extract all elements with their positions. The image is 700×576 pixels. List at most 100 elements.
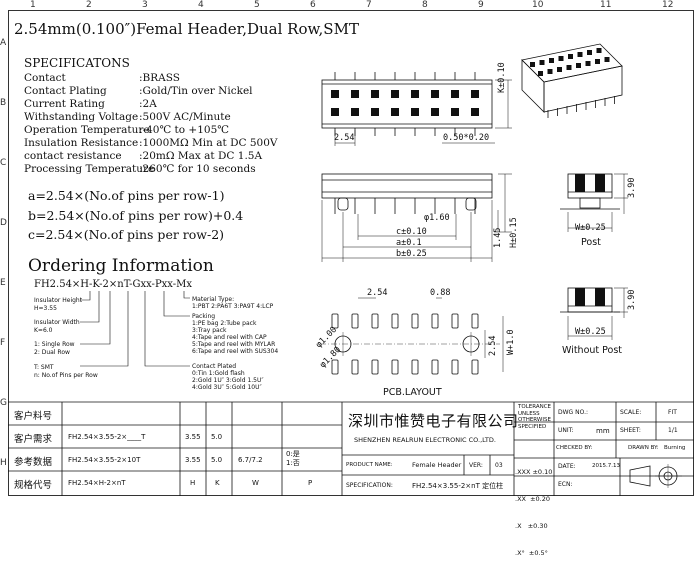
top-hole (431, 90, 439, 98)
product-name-label: PRODUCT NAME: (346, 462, 393, 468)
spec-heading: SPECIFICATONS (24, 56, 130, 70)
side-view-post (560, 173, 620, 210)
tb-row-name: 参考数据 (14, 457, 53, 468)
pcb-pad (331, 313, 339, 329)
drawing-sheet: 1 2 3 4 5 6 7 8 9 10 11 12 A B C D E F G… (0, 0, 694, 557)
row-option-single: 1: Single Row (34, 341, 75, 348)
formula-b: b=2.54×(No.of pins per row)+0.4 (28, 208, 244, 223)
dim-pcb-h: 2.54 (488, 335, 498, 356)
iso-hole (577, 52, 583, 57)
drawing-frame (8, 10, 694, 496)
tolerance-line: SPECIFIED (518, 423, 547, 430)
grid-row-h: H (0, 458, 7, 468)
dim-pitch-05: 0.50*0.20 (443, 133, 490, 143)
tb-row-code: FH2.54×H-2×nT (68, 479, 126, 487)
label-pcb-layout: PCB.LAYOUT (383, 387, 442, 398)
specification-value: FH2.54×3.55-2×nT 定位柱 (412, 482, 504, 490)
grid-col-2: 2 (86, 0, 92, 10)
tolerance-value: .XXX ±0.10 (515, 468, 553, 476)
dim-pcb-088: 0.88 (430, 288, 451, 298)
spec-value: :20mΩ Max at DC 1.5A (139, 150, 263, 162)
top-hole (411, 90, 419, 98)
pcb-pad (451, 359, 459, 375)
spec-label: Contact (24, 72, 66, 84)
iso-hole (596, 48, 602, 53)
pcb-pads (331, 313, 479, 375)
pcb-pad (451, 313, 459, 329)
tolerance-value: .X° ±0.5° (515, 549, 548, 557)
grid-row-d: D (0, 218, 7, 228)
drawn-by-value: Burning (664, 445, 686, 451)
dim-b: b±0.25 (396, 249, 427, 259)
material-options: 1:PBT 2:PA6T 3:PA9T 4:LCP (192, 303, 274, 310)
formula-a: a=2.54×(No.of pins per row-1) (28, 188, 225, 203)
dim-pitch-254: 2.54 (334, 133, 355, 143)
packing-option: 5:Tape and reel with MYLAR (192, 341, 276, 348)
pcb-pad (371, 313, 379, 329)
tolerance-line: UNLESS (518, 410, 540, 417)
spec-label: Insulation Resistance (24, 137, 139, 149)
projection-symbol (629, 464, 682, 488)
label-post: Post (581, 237, 601, 248)
iso-hole (587, 50, 592, 55)
insulator-height-value: H=3.55 (34, 305, 57, 312)
spec-label: contact resistance (24, 150, 122, 162)
top-view (321, 72, 493, 136)
top-hole (471, 90, 479, 98)
iso-hole (595, 59, 600, 64)
spec-value: :2A (139, 98, 157, 110)
spec-value: :500V AC/Minute (139, 111, 231, 123)
iso-hole (538, 71, 543, 76)
dwg-no-label: DWG NO.: (558, 409, 589, 416)
pcb-pad (391, 313, 399, 329)
tb-cell: 0:是 1:否 (286, 450, 300, 467)
unit-label: UNIT: (558, 427, 574, 434)
specification-label: SPECIFICATION: (346, 482, 393, 489)
spec-label: Operation Temperature (24, 124, 150, 136)
dim-pcb-254: 2.54 (367, 288, 388, 298)
front-view (321, 173, 493, 214)
dim-lower-w: W±0.25 (575, 327, 606, 337)
ver-value: 03 (495, 462, 503, 469)
terminal-pins: n: No.of Pins per Row (34, 372, 98, 379)
iso-hole (558, 56, 564, 61)
dim-pcb-w: W+1.0 (506, 329, 516, 355)
insulator-width-value: K=6.0 (34, 327, 53, 334)
grid-col-9: 9 (478, 0, 484, 10)
tb-cell: 3.55 (185, 456, 201, 464)
pcb-pad (411, 359, 419, 375)
pcb-pad (471, 313, 479, 329)
top-hole (391, 108, 399, 116)
spec-label: Contact Plating (24, 85, 107, 97)
packing-option: 3:Tray pack (192, 327, 227, 334)
label-without-post: Without Post (562, 345, 623, 356)
spec-row: Current Rating:2A (24, 98, 157, 110)
plating-option: 4:Gold 3U″ 5:Gold 10U″ (192, 384, 262, 391)
spec-row: Processing Temperature:260℃ for 10 secon… (24, 163, 256, 175)
company-name-cn: 深圳市惟赞电子有限公司 (348, 412, 519, 430)
iso-hole (566, 65, 572, 70)
plating-option: 2:Gold 1U″ 3:Gold 1.5U″ (192, 377, 264, 384)
top-view-pin-leads (334, 72, 476, 136)
ver-label: VER: (469, 462, 483, 469)
spec-label: Processing Temperature (24, 163, 155, 175)
grid-col-10: 10 (532, 0, 544, 10)
drawing-title: 2.54mm(0.100″)Femal Header,Dual Row,SMT (14, 20, 359, 38)
spec-value: :260℃ for 10 seconds (139, 163, 256, 175)
grid-col-3: 3 (142, 0, 148, 10)
iso-hole (557, 67, 562, 72)
grid-row-e: E (0, 278, 6, 288)
iso-hole (539, 60, 545, 65)
grid-col-7: 7 (366, 0, 372, 10)
packing-option: 1:PE bag 2:Tube pack (192, 320, 257, 327)
unit-value: mm (596, 427, 610, 435)
grid-row-g: G (0, 398, 7, 408)
top-hole (331, 108, 339, 116)
grid-col-8: 8 (422, 0, 428, 10)
tb-cell: W (252, 479, 259, 487)
grid-col-6: 6 (310, 0, 316, 10)
spec-row: Insulation Resistance:1000MΩ Min at DC 5… (24, 137, 278, 149)
grid-row-c: C (0, 158, 7, 168)
spec-value: :-40℃ to +105℃ (139, 124, 229, 136)
formula-c: c=2.54×(No.of pins per row-2) (28, 227, 225, 242)
